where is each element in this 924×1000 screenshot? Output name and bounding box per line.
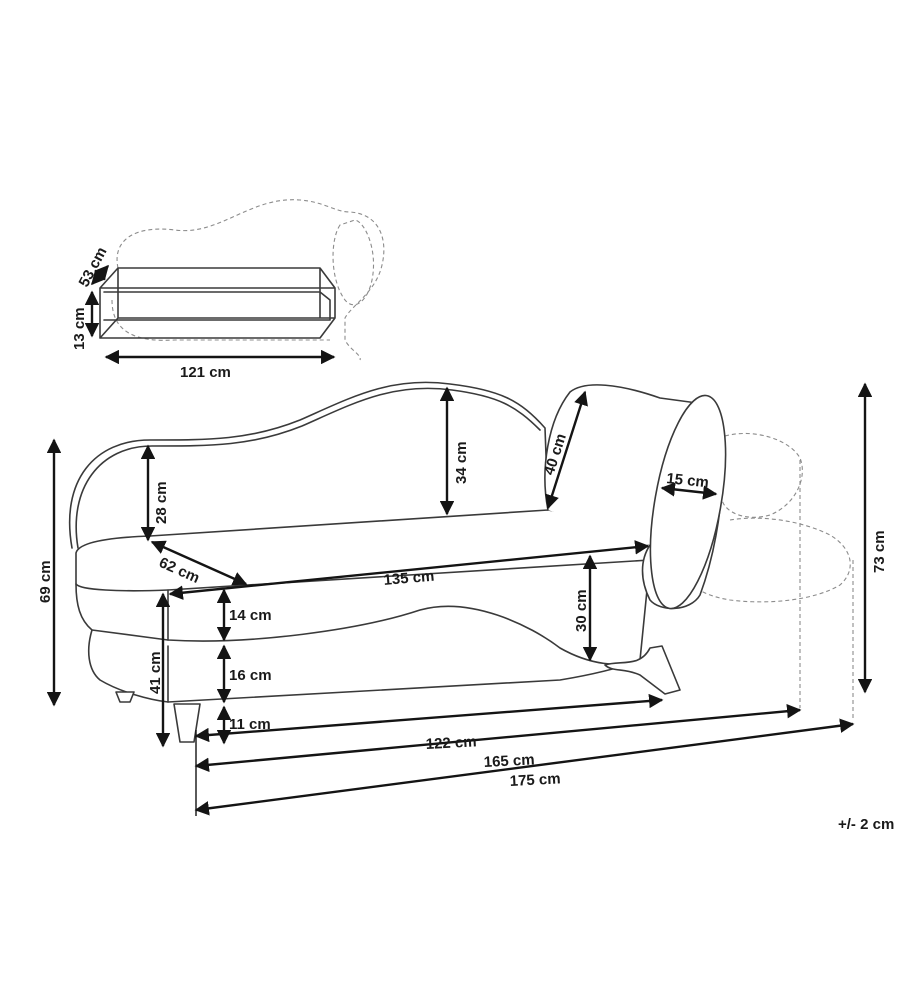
- label-width-165: 165 cm: [483, 751, 535, 771]
- drawer-box-outline: [99, 267, 336, 339]
- drawer-detail: [99, 199, 385, 361]
- label-drawer-height: 13 cm: [71, 307, 88, 350]
- sofa-backrest-inner: [75, 387, 541, 549]
- dim-seat-width: [168, 540, 650, 600]
- label-width-175: 175 cm: [509, 770, 561, 790]
- dim-pillow-diameter: [660, 482, 718, 500]
- label-base-height: 16 cm: [229, 667, 272, 684]
- dim-drawer-depth: [91, 264, 109, 286]
- label-seat-height: 41 cm: [147, 651, 164, 694]
- tolerance-note: +/- 2 cm: [838, 816, 894, 833]
- label-cushion-height: 14 cm: [229, 607, 272, 624]
- sofa-leg-left-back: [115, 691, 135, 703]
- dim-pillow-length: [545, 390, 588, 510]
- drawer-ghost-sofa: [111, 199, 385, 361]
- drawer-box-inner: [103, 291, 331, 321]
- label-arm-height: 30 cm: [573, 589, 590, 632]
- label-pillow-diameter: 15 cm: [666, 470, 710, 491]
- label-seat-width: 135 cm: [383, 568, 435, 589]
- label-leg-height: 11 cm: [229, 716, 271, 733]
- sofa-backrest-outline: [68, 381, 549, 549]
- drawer-ghost-pillow: [332, 219, 374, 306]
- sofa-drawing: [68, 381, 854, 743]
- dim-width-175: [194, 718, 855, 816]
- label-drawer-width: 121 cm: [180, 364, 231, 381]
- label-backrest-top: 34 cm: [453, 441, 470, 484]
- label-backrest-height: 28 cm: [153, 481, 170, 524]
- label-overall-height: 73 cm: [871, 530, 888, 573]
- sofa-leg-left-front: [173, 703, 201, 743]
- sofa-leg-right: [604, 645, 681, 695]
- label-width-122: 122 cm: [425, 733, 477, 753]
- label-total-height: 69 cm: [37, 560, 54, 603]
- sofa-pillow-end: [649, 394, 727, 610]
